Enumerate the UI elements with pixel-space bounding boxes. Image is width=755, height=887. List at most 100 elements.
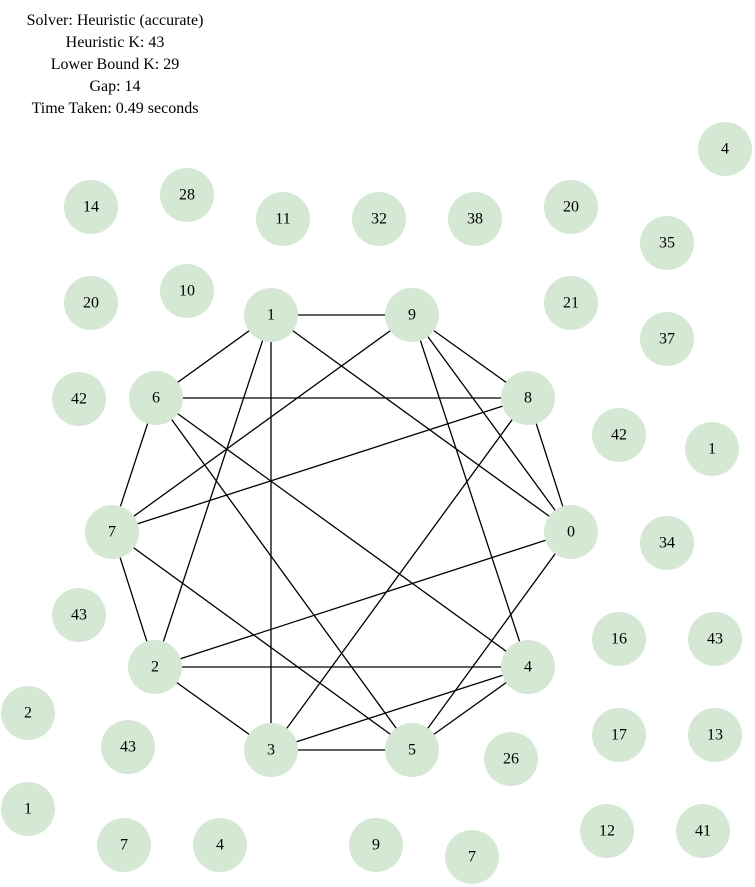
graph-node-i8: 35 bbox=[640, 216, 694, 270]
node-label: 32 bbox=[371, 211, 387, 228]
edge-8-7 bbox=[111, 397, 529, 533]
node-label: 3 bbox=[267, 742, 275, 759]
node-label: 4 bbox=[216, 837, 224, 854]
graph-node-i26: 7 bbox=[97, 818, 151, 872]
node-circle bbox=[52, 372, 106, 426]
graph-node-i22: 26 bbox=[484, 732, 538, 786]
node-circle bbox=[64, 276, 118, 330]
node-label: 1 bbox=[708, 441, 716, 458]
node-label: 7 bbox=[108, 524, 116, 541]
edge-7-5 bbox=[111, 531, 413, 751]
node-label: 28 bbox=[179, 187, 195, 204]
graph-node-i7: 20 bbox=[544, 180, 598, 234]
node-label: 4 bbox=[524, 659, 532, 676]
node-label: 12 bbox=[599, 823, 615, 840]
node-circle bbox=[349, 818, 403, 872]
solver-line: Solver: Heuristic (accurate) bbox=[26, 12, 204, 29]
graph-node-i16: 34 bbox=[640, 516, 694, 570]
edge-4-3 bbox=[270, 666, 529, 751]
node-circle bbox=[445, 830, 499, 884]
node-circle bbox=[448, 192, 502, 246]
graph-node-9: 9 bbox=[385, 288, 439, 342]
graph-node-i9: 20 bbox=[64, 276, 118, 330]
graph-node-i21: 43 bbox=[101, 720, 155, 774]
graph-node-8: 8 bbox=[501, 371, 555, 425]
graph-node-i11: 21 bbox=[544, 276, 598, 330]
node-circle bbox=[484, 732, 538, 786]
edge-8-3 bbox=[270, 397, 529, 751]
graph-node-i24: 13 bbox=[688, 708, 742, 762]
node-label: 7 bbox=[120, 837, 128, 854]
edge-6-5 bbox=[155, 397, 413, 751]
graph-node-2: 2 bbox=[128, 640, 182, 694]
node-label: 7 bbox=[468, 849, 476, 866]
node-circle bbox=[244, 288, 298, 342]
node-label: 2 bbox=[24, 705, 32, 722]
node-circle bbox=[52, 588, 106, 642]
time-taken-line: Time Taken: 0.49 seconds bbox=[31, 100, 199, 117]
node-circle bbox=[385, 288, 439, 342]
node-circle bbox=[97, 818, 151, 872]
graph-node-i6: 38 bbox=[448, 192, 502, 246]
node-label: 43 bbox=[707, 631, 723, 648]
graph-node-i18: 16 bbox=[592, 612, 646, 666]
graph-node-i4: 11 bbox=[256, 192, 310, 246]
node-circle bbox=[592, 708, 646, 762]
graph-node-i19: 43 bbox=[688, 612, 742, 666]
graph-node-i30: 12 bbox=[580, 804, 634, 858]
edge-1-2 bbox=[154, 314, 272, 668]
graph-node-0: 0 bbox=[544, 505, 598, 559]
graph-node-i28: 9 bbox=[349, 818, 403, 872]
graph-node-i5: 32 bbox=[352, 192, 406, 246]
node-label: 9 bbox=[372, 837, 380, 854]
edge-layer bbox=[111, 314, 572, 751]
node-circle bbox=[685, 422, 739, 476]
graph-node-i12: 37 bbox=[640, 312, 694, 366]
graph-node-i25: 1 bbox=[1, 782, 55, 836]
node-label: 9 bbox=[408, 307, 416, 324]
node-label: 6 bbox=[152, 390, 160, 407]
node-label: 16 bbox=[611, 631, 627, 648]
graph-node-i23: 17 bbox=[592, 708, 646, 762]
node-circle bbox=[688, 612, 742, 666]
graph-node-1: 1 bbox=[244, 288, 298, 342]
graph-node-7: 7 bbox=[85, 505, 139, 559]
node-circle bbox=[244, 723, 298, 777]
node-circle bbox=[501, 371, 555, 425]
node-label: 8 bbox=[524, 390, 532, 407]
graph-node-i27: 4 bbox=[193, 818, 247, 872]
node-label: 10 bbox=[179, 283, 195, 300]
graph-node-i15: 1 bbox=[685, 422, 739, 476]
node-circle bbox=[544, 276, 598, 330]
lower-bound-k-line: Lower Bound K: 29 bbox=[50, 56, 180, 73]
node-label: 41 bbox=[695, 823, 711, 840]
node-label: 14 bbox=[83, 199, 99, 216]
gap-line: Gap: 14 bbox=[89, 78, 141, 95]
graph-node-6: 6 bbox=[129, 371, 183, 425]
node-label: 2 bbox=[151, 659, 159, 676]
node-label: 20 bbox=[83, 295, 99, 312]
node-label: 43 bbox=[120, 739, 136, 756]
node-circle bbox=[688, 708, 742, 762]
node-circle bbox=[544, 505, 598, 559]
node-label: 20 bbox=[563, 199, 579, 216]
edge-9-0 bbox=[411, 314, 572, 533]
node-label: 1 bbox=[24, 801, 32, 818]
node-label: 4 bbox=[721, 141, 729, 158]
node-circle bbox=[640, 516, 694, 570]
edge-9-4 bbox=[411, 314, 529, 668]
heuristic-k-line: Heuristic K: 43 bbox=[65, 34, 165, 51]
node-label: 43 bbox=[71, 607, 87, 624]
node-label: 34 bbox=[659, 535, 675, 552]
node-circle bbox=[385, 723, 439, 777]
node-circle bbox=[1, 782, 55, 836]
node-label: 5 bbox=[408, 742, 416, 759]
edge-6-4 bbox=[155, 397, 529, 668]
node-label: 42 bbox=[611, 427, 627, 444]
graph-node-i10: 10 bbox=[160, 264, 214, 318]
node-circle bbox=[85, 505, 139, 559]
edge-0-2 bbox=[154, 531, 572, 668]
edge-1-0 bbox=[270, 314, 572, 533]
